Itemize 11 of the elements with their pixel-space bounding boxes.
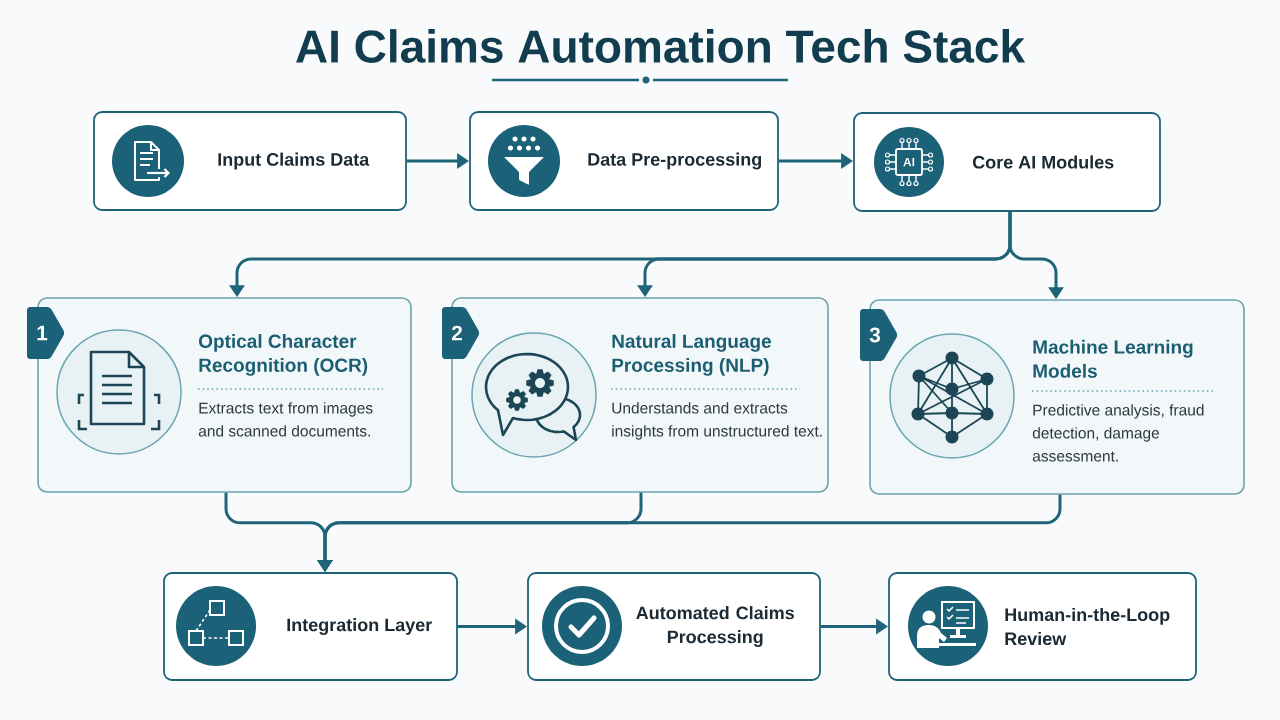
card-heading: Natural Language Processing (NLP) [612, 334, 771, 376]
title: AI Claims Automation Tech Stack [296, 29, 1026, 63]
card-description: Understands and extracts insights from unstructured text. [612, 402, 822, 440]
number-badge: 2 [442, 307, 480, 359]
icon-label: AI [903, 157, 915, 167]
card-description: Extracts text from images and scanned documents. [198, 402, 373, 437]
card-heading: Machine Learning Models [1033, 339, 1193, 378]
card-description: Predictive analysis, fraud detection, damage assessment. [1032, 404, 1204, 462]
card-heading: Optical Character Recognition (OCR) [199, 334, 368, 376]
number-badge: 3 [860, 309, 898, 361]
number-badge: 1 [27, 307, 65, 359]
